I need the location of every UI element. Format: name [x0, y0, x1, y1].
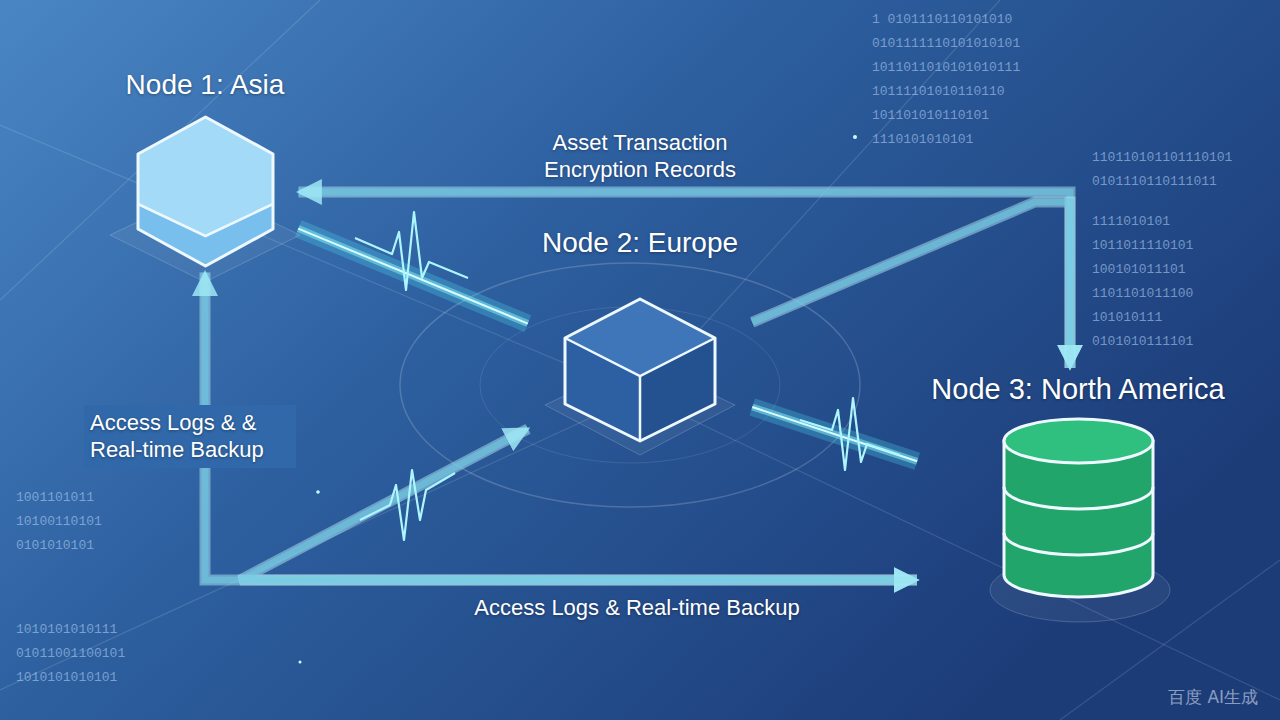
binary-text: 1010101010111 [16, 622, 117, 637]
binary-text: 0101111110101010101 [872, 36, 1020, 51]
cube-shape [560, 296, 720, 444]
edge-label: Access Logs & Real-time Backup [427, 594, 847, 622]
cube-left [565, 338, 640, 441]
cube-edge [565, 338, 715, 376]
arrow-band [752, 202, 1070, 368]
node-label: Node 2: Europe [542, 226, 738, 260]
arrow-connector [752, 202, 1070, 368]
glow-core [298, 229, 528, 324]
cube-outline [565, 299, 715, 441]
heartbeat-pulse [355, 212, 900, 540]
binary-text: 1111010101 [1092, 214, 1170, 229]
arrow-band-outline [240, 429, 917, 580]
cube-edge [639, 376, 642, 441]
asia-node: Node 1: Asia [116, 68, 295, 269]
arrow-connector [205, 273, 917, 580]
binary-text: 1011011010101010111 [872, 60, 1020, 75]
glow-beam [298, 229, 528, 324]
binary-text: 0101110110111011 [1092, 174, 1217, 189]
node-label: Node 3: North America [931, 372, 1224, 407]
cylinder-band [1004, 487, 1153, 509]
arrow-connector [240, 429, 917, 580]
binary-text: 1011011110101 [1092, 238, 1193, 253]
binary-text: 10111101010110110 [872, 84, 1005, 99]
binary-text: 0101010111101 [1092, 334, 1193, 349]
edge-label: Access Logs & & Real-time Backup [84, 405, 296, 468]
binary-text: 110110101101110101 [1092, 150, 1232, 165]
glow-halo [298, 229, 528, 324]
cylinder-shape [1001, 417, 1156, 599]
binary-text: 0101010101 [16, 538, 94, 553]
binary-text: 101101010110101 [872, 108, 989, 123]
north-america-node: Node 3: North America [921, 372, 1235, 599]
watermark: 百度 AI生成 [1168, 686, 1258, 709]
binary-text: 101010111 [1092, 310, 1162, 325]
binary-text: 100101011101 [1092, 262, 1186, 277]
europe-node: Node 2: Europe [532, 226, 749, 444]
arrow-band [205, 273, 917, 580]
binary-text: 1 0101110110101010 [872, 12, 1012, 27]
arrow-band-outline [752, 202, 1070, 368]
edge-label: Asset Transaction Encryption Records [515, 129, 765, 184]
arrow-band [240, 429, 917, 580]
node-label: Node 1: Asia [126, 68, 285, 102]
hexagon-band [138, 204, 273, 266]
glow-link [298, 229, 528, 324]
hex-shape [133, 114, 278, 269]
hexagon-face [138, 117, 273, 266]
hexagon-outline [138, 117, 273, 266]
binary-text: 10100110101 [16, 514, 102, 529]
arrow-band-outline [205, 273, 917, 580]
binary-text: 1001101011 [16, 490, 94, 505]
hexagon-edge [138, 204, 273, 236]
sparkle [299, 135, 858, 664]
cube-right [640, 338, 715, 441]
cylinder-top [1004, 419, 1153, 463]
binary-text: 1110101010101 [872, 132, 973, 147]
binary-text: 1101101011100 [1092, 286, 1193, 301]
cylinder-band [1004, 533, 1153, 555]
binary-text: 01011001100101 [16, 646, 125, 661]
binary-text: 1010101010101 [16, 670, 117, 685]
